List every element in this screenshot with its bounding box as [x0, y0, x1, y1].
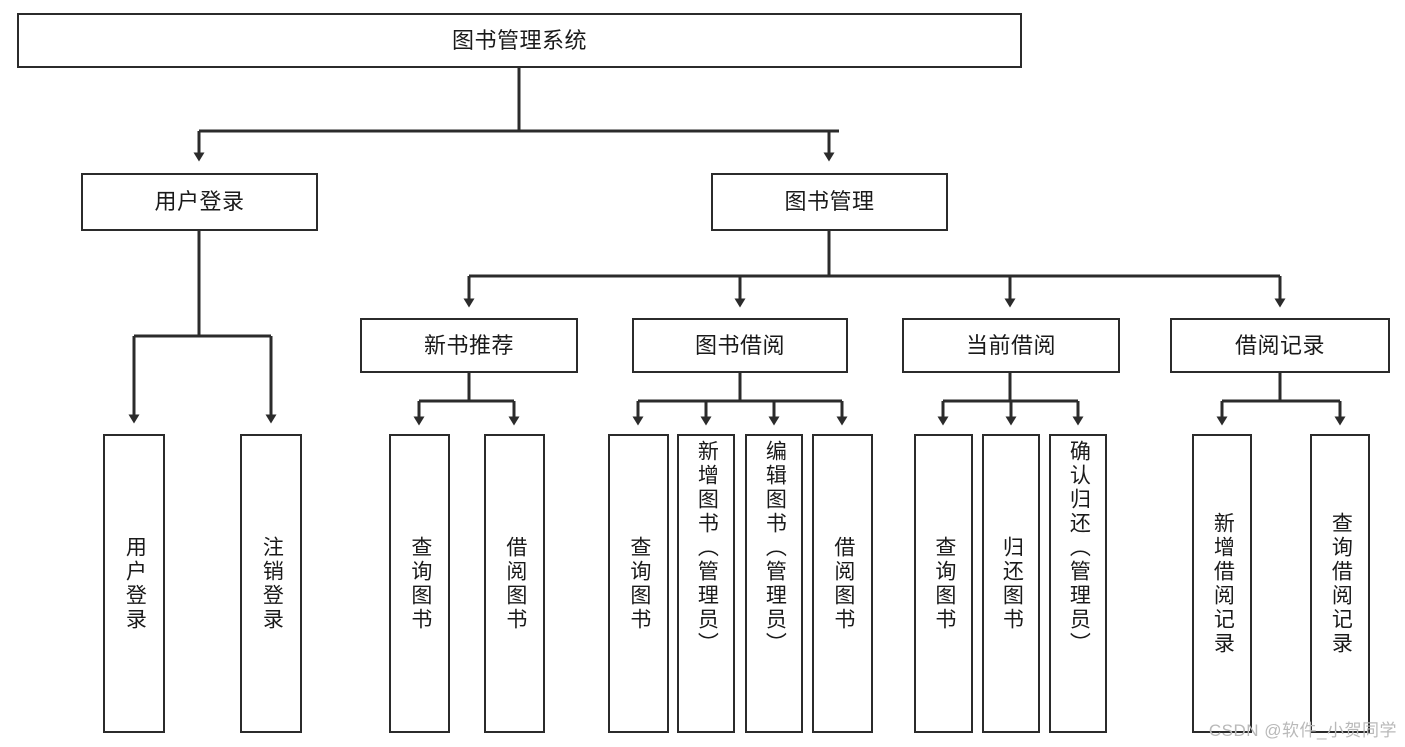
node-new-book-recommend[interactable]: 新书推荐: [360, 318, 578, 373]
node-leaf-query-book-3[interactable]: 查询图书: [914, 434, 973, 733]
node-leaf-query-record[interactable]: 查询借阅记录: [1310, 434, 1370, 733]
node-leaf-query-book-2[interactable]: 查询图书: [608, 434, 669, 733]
node-leaf-edit-book-label: 编辑图书（管理员）: [763, 440, 787, 656]
node-book-borrow-label: 图书借阅: [694, 332, 785, 358]
node-leaf-confirm-return[interactable]: 确认归还（管理员）: [1049, 434, 1107, 733]
node-leaf-query-book-2-label: 查询图书: [627, 535, 651, 632]
node-book-borrow[interactable]: 图书借阅: [632, 318, 848, 373]
node-leaf-borrow-book-1[interactable]: 借阅图书: [484, 434, 545, 733]
node-leaf-borrow-book-2[interactable]: 借阅图书: [812, 434, 873, 733]
node-leaf-query-book-3-label: 查询图书: [932, 535, 956, 632]
node-leaf-add-record-label: 新增借阅记录: [1211, 511, 1235, 656]
node-borrow-record-label: 借阅记录: [1234, 332, 1325, 358]
node-new-book-recommend-label: 新书推荐: [423, 332, 514, 358]
node-leaf-query-record-label: 查询借阅记录: [1329, 511, 1353, 656]
node-leaf-user-login-label: 用户登录: [123, 535, 147, 632]
node-leaf-query-book-1-label: 查询图书: [408, 535, 432, 632]
node-leaf-add-book[interactable]: 新增图书（管理员）: [677, 434, 735, 733]
node-leaf-user-login[interactable]: 用户登录: [103, 434, 165, 733]
node-leaf-borrow-book-2-label: 借阅图书: [831, 535, 855, 632]
node-root[interactable]: 图书管理系统: [17, 13, 1022, 68]
node-leaf-return-book[interactable]: 归还图书: [982, 434, 1040, 733]
node-leaf-confirm-return-label: 确认归还（管理员）: [1067, 440, 1091, 656]
node-user-login-label: 用户登录: [154, 189, 245, 215]
node-user-login[interactable]: 用户登录: [81, 173, 318, 231]
node-leaf-edit-book[interactable]: 编辑图书（管理员）: [745, 434, 803, 733]
node-leaf-query-book-1[interactable]: 查询图书: [389, 434, 450, 733]
node-current-borrow[interactable]: 当前借阅: [902, 318, 1120, 373]
node-leaf-borrow-book-1-label: 借阅图书: [503, 535, 527, 632]
node-leaf-add-book-label: 新增图书（管理员）: [695, 440, 719, 656]
node-leaf-logout-label: 注销登录: [260, 535, 284, 632]
watermark-text: CSDN @软件_小贺同学: [1208, 721, 1397, 740]
node-leaf-return-book-label: 归还图书: [1000, 535, 1024, 632]
node-leaf-logout[interactable]: 注销登录: [240, 434, 302, 733]
node-book-manage-label: 图书管理: [784, 189, 875, 215]
node-leaf-add-record[interactable]: 新增借阅记录: [1192, 434, 1252, 733]
node-root-label: 图书管理系统: [451, 27, 587, 53]
node-current-borrow-label: 当前借阅: [965, 332, 1056, 358]
node-book-manage[interactable]: 图书管理: [711, 173, 948, 231]
node-borrow-record[interactable]: 借阅记录: [1170, 318, 1390, 373]
